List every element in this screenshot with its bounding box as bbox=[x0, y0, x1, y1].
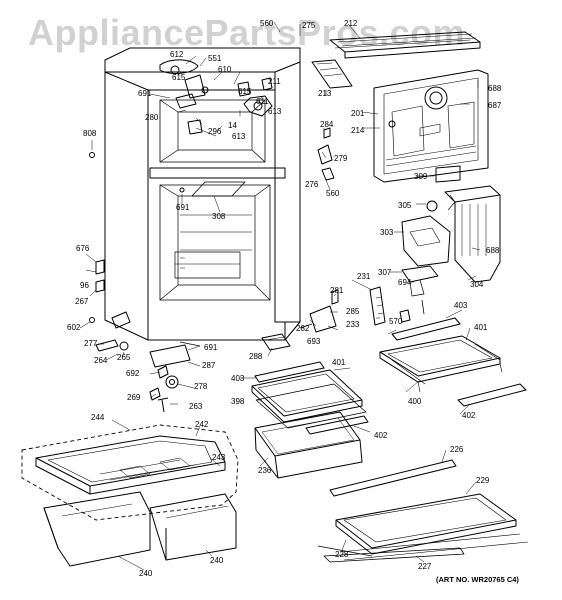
callout-236: 236 bbox=[258, 466, 272, 475]
callout-264: 264 bbox=[94, 356, 108, 365]
callout-692: 692 bbox=[126, 369, 140, 378]
callout-242: 242 bbox=[195, 420, 209, 429]
callout-693: 693 bbox=[307, 337, 321, 346]
callout-612: 612 bbox=[170, 50, 184, 59]
glass-shelf-right bbox=[380, 318, 526, 406]
callout-402: 402 bbox=[462, 411, 476, 420]
glass-shelf-bottom bbox=[318, 460, 528, 562]
air-duct-assembly bbox=[402, 186, 500, 314]
callout-560-b: 560 bbox=[326, 189, 340, 198]
callout-296: 296 bbox=[208, 127, 222, 136]
callout-398: 398 bbox=[231, 397, 245, 406]
callout-213: 213 bbox=[318, 89, 332, 98]
callout-280: 280 bbox=[145, 113, 159, 122]
callout-691-c: 691 bbox=[204, 343, 218, 352]
cabinet bbox=[105, 48, 300, 340]
screw-808 bbox=[90, 153, 95, 158]
callout-263: 263 bbox=[189, 402, 203, 411]
callout-402-b: 402 bbox=[374, 431, 388, 440]
callout-400: 400 bbox=[408, 397, 422, 406]
callout-228: 228 bbox=[335, 550, 349, 559]
callout-282: 282 bbox=[296, 324, 310, 333]
callout-269: 269 bbox=[127, 393, 141, 402]
callout-602: 602 bbox=[67, 323, 81, 332]
callout-304: 304 bbox=[470, 280, 484, 289]
callout-305: 305 bbox=[398, 201, 412, 210]
callout-615-b: 615 bbox=[238, 87, 252, 96]
bracket-288 bbox=[262, 334, 290, 350]
callout-551: 551 bbox=[208, 54, 222, 63]
light-shield-213 bbox=[312, 60, 352, 88]
callout-201: 201 bbox=[351, 109, 365, 118]
callout-14: 14 bbox=[228, 121, 237, 130]
callout-808: 808 bbox=[83, 129, 97, 138]
callout-281: 281 bbox=[330, 286, 344, 295]
top-wire-rack bbox=[330, 32, 480, 58]
crisper-cover-assembly bbox=[22, 425, 238, 520]
callout-226: 226 bbox=[450, 445, 464, 454]
callout-212: 212 bbox=[344, 19, 358, 28]
leader-lines bbox=[80, 22, 480, 570]
callout-308: 308 bbox=[212, 212, 226, 221]
callout-307: 307 bbox=[378, 268, 392, 277]
callout-570: 570 bbox=[389, 317, 403, 326]
callout-676: 676 bbox=[76, 244, 90, 253]
art-number: (ART NO. WR20765 C4) bbox=[436, 575, 519, 584]
callout-688: 688 bbox=[488, 84, 502, 93]
callout-401: 401 bbox=[474, 323, 488, 332]
callout-265: 265 bbox=[117, 353, 131, 362]
callout-560: 560 bbox=[260, 19, 274, 28]
callout-613-b: 613 bbox=[232, 132, 246, 141]
callout-691: 691 bbox=[138, 89, 152, 98]
callout-244: 244 bbox=[91, 413, 105, 422]
glass-shelf-middle bbox=[252, 362, 368, 434]
callout-285: 285 bbox=[346, 307, 360, 316]
callout-615: 615 bbox=[172, 73, 186, 82]
shelf-support-hardware bbox=[300, 287, 410, 332]
callout-278: 278 bbox=[194, 382, 208, 391]
callout-227: 227 bbox=[418, 562, 432, 571]
label-309 bbox=[436, 166, 460, 182]
small-fasteners bbox=[180, 128, 334, 192]
callout-211: 211 bbox=[268, 77, 281, 86]
callout-694: 694 bbox=[398, 278, 412, 287]
callout-288: 288 bbox=[249, 352, 263, 361]
callout-688-b: 688 bbox=[486, 246, 500, 255]
callout-267: 267 bbox=[75, 297, 89, 306]
callout-403-b: 403 bbox=[231, 374, 245, 383]
callout-231: 231 bbox=[357, 272, 371, 281]
hinge-hardware bbox=[90, 260, 201, 412]
callout-303: 303 bbox=[380, 228, 394, 237]
callout-277: 277 bbox=[84, 339, 98, 348]
callout-229: 229 bbox=[476, 476, 490, 485]
callout-403: 403 bbox=[454, 301, 468, 310]
callout-687: 687 bbox=[488, 101, 502, 110]
callout-243: 243 bbox=[212, 453, 226, 462]
callout-240-b: 240 bbox=[210, 556, 224, 565]
callout-401-b: 401 bbox=[332, 358, 346, 367]
watermark: AppliancePartsPros.com bbox=[28, 12, 466, 53]
callout-276: 276 bbox=[305, 180, 319, 189]
callout-287: 287 bbox=[202, 361, 216, 370]
callout-214: 214 bbox=[351, 126, 365, 135]
callout-240: 240 bbox=[139, 569, 153, 578]
crisper-drawer-236 bbox=[255, 412, 362, 478]
callout-279: 279 bbox=[334, 154, 348, 163]
crisper-drawers-240 bbox=[44, 492, 236, 566]
callout-275: 275 bbox=[302, 21, 316, 30]
callout-309: 309 bbox=[414, 172, 428, 181]
callout-96: 96 bbox=[80, 281, 89, 290]
callout-611: 611 bbox=[256, 97, 269, 106]
callout-233: 233 bbox=[346, 320, 360, 329]
rear-panel bbox=[374, 70, 488, 182]
callout-691-b: 691 bbox=[176, 203, 190, 212]
top-components bbox=[90, 60, 273, 158]
callout-284: 284 bbox=[320, 120, 334, 129]
callout-610: 610 bbox=[218, 65, 232, 74]
callout-613: 613 bbox=[268, 107, 282, 116]
